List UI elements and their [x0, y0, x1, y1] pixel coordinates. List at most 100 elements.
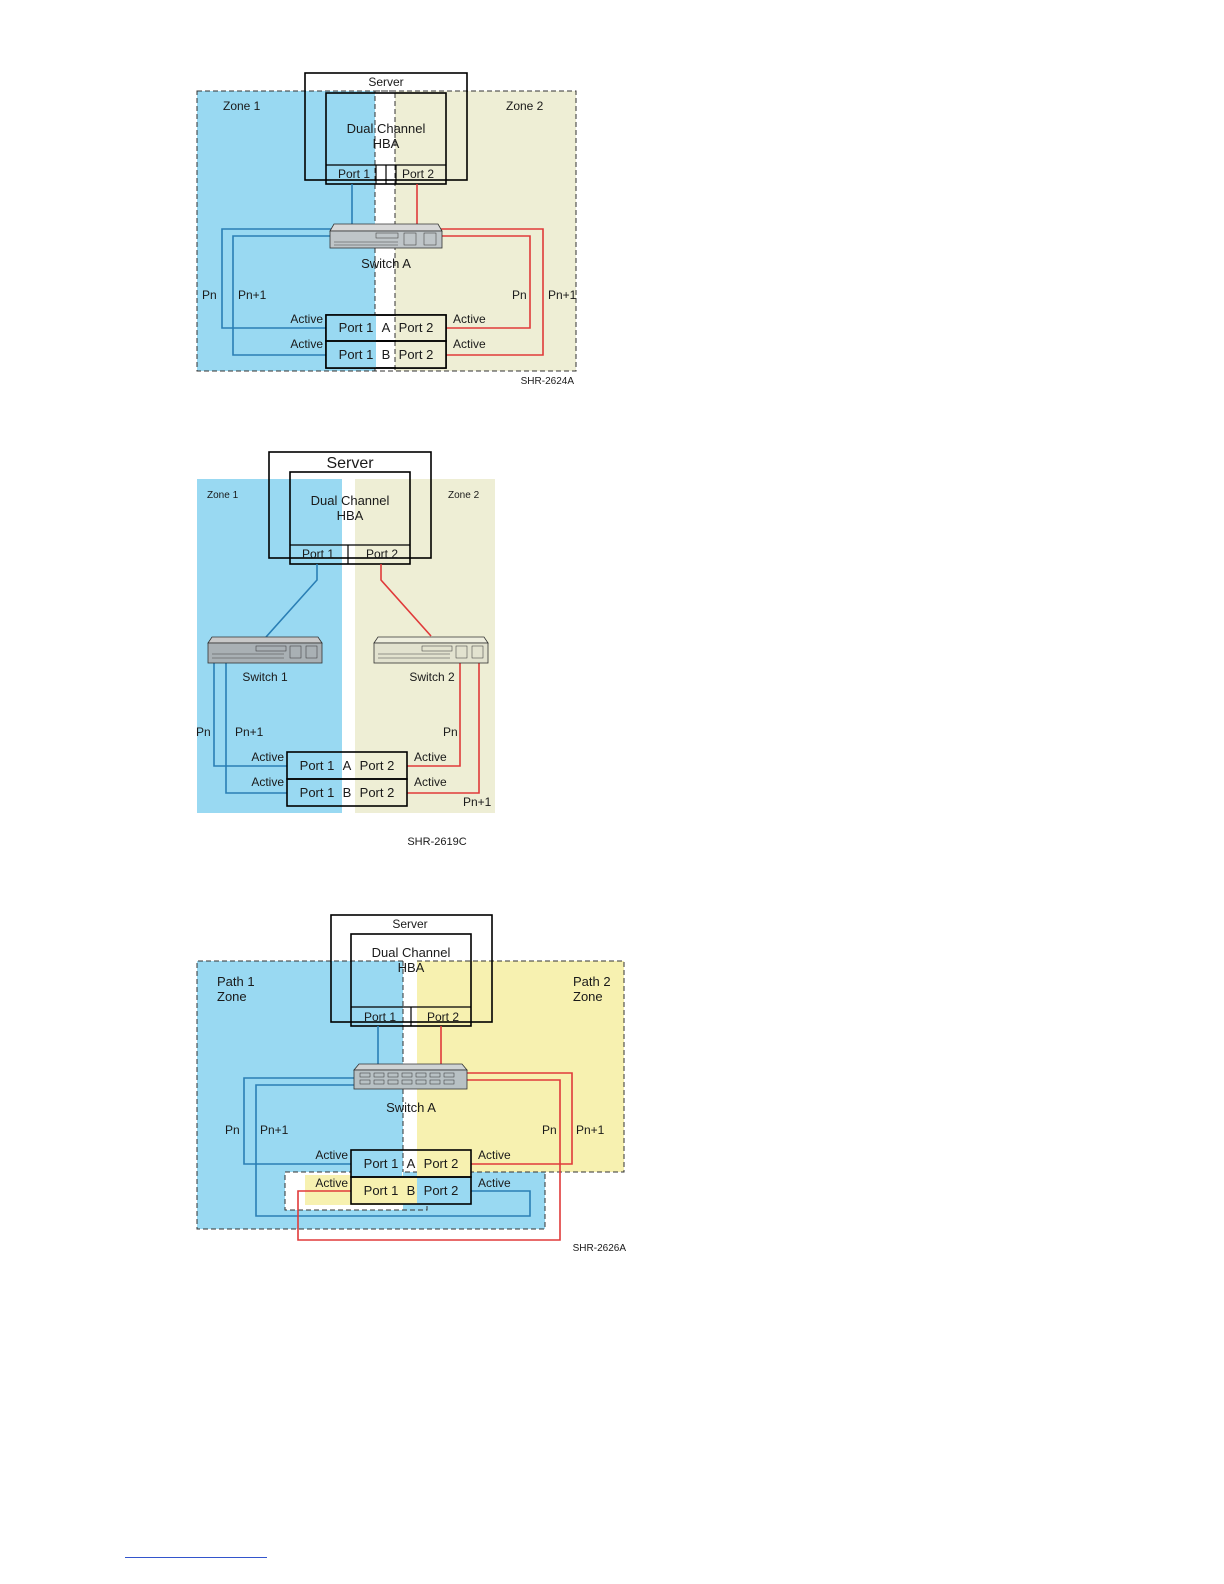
hba-port2-label: Port 2	[427, 1010, 459, 1024]
switch-a-icon	[353, 1063, 468, 1090]
switch-2-label: Switch 2	[409, 670, 455, 684]
cable-pn1-zone2	[438, 228, 544, 356]
figure-id-3: SHR-2626A	[573, 1243, 627, 1254]
active-a-right-label: Active	[414, 750, 447, 764]
active-a-left-label: Active	[290, 312, 323, 326]
switch-a-label: Switch A	[386, 1100, 436, 1115]
pn1-left-label: Pn+1	[235, 725, 264, 739]
zone-2-label: Zone 2	[448, 490, 480, 501]
server-label: Server	[326, 455, 374, 472]
hba-title-line1: Dual Channel	[311, 493, 390, 508]
ctrl-b-port2: Port 2	[399, 347, 434, 362]
path-2-zone-border	[284, 960, 625, 1211]
path-2-zone-label-line2: Zone	[573, 989, 603, 1004]
ctrl-b-port2: Port 2	[360, 785, 395, 800]
active-a-left-label: Active	[315, 1148, 348, 1162]
cable-pn-zone1	[213, 663, 287, 767]
hba-title-line2: HBA	[398, 960, 425, 975]
switch-2-icon	[373, 636, 489, 664]
ctrl-a-name: A	[407, 1156, 416, 1171]
ctrl-b-port1: Port 1	[339, 347, 374, 362]
hba-title-line1: Dual Channel	[347, 121, 426, 136]
active-b-right-label: Active	[414, 775, 447, 789]
pn-left-label: Pn	[196, 725, 211, 739]
zone-1-label: Zone 1	[223, 99, 261, 113]
pn1-right-label: Pn+1	[548, 288, 577, 302]
active-b-right-label: Active	[478, 1176, 511, 1190]
active-a-right-label: Active	[453, 312, 486, 326]
storage-controllers: Port 1 A Port 2 Port 1 B Port 2	[350, 1149, 472, 1205]
ctrl-a-port2: Port 2	[399, 320, 434, 335]
hba-port1-label: Port 1	[302, 547, 334, 561]
path-1-zone-label-line2: Zone	[217, 989, 247, 1004]
pn-right-label: Pn	[512, 288, 527, 302]
active-a-right-label: Active	[478, 1148, 511, 1162]
ctrl-a-port2: Port 2	[360, 758, 395, 773]
figure-id-2: SHR-2619C	[407, 836, 466, 848]
pn-right-label: Pn	[443, 725, 458, 739]
path-1-zone-label-line1: Path 1	[217, 974, 255, 989]
cable-pn-zone2	[407, 663, 461, 767]
cable-pn1-path1	[255, 1084, 531, 1217]
switch-a-label: Switch A	[361, 256, 411, 271]
pn1-right-label: Pn+1	[576, 1123, 605, 1137]
footnote-separator	[125, 1557, 267, 1558]
active-b-left-label: Active	[315, 1176, 348, 1190]
hba-port1-label: Port 1	[364, 1010, 396, 1024]
cable-pn-zone1	[221, 228, 340, 329]
cable-pn-path2	[462, 1072, 573, 1165]
cable-pn-path1	[243, 1077, 360, 1165]
ctrl-a-port1: Port 1	[364, 1156, 399, 1171]
server-box	[268, 451, 432, 559]
storage-controllers: Port 1 A Port 2 Port 1 B Port 2	[325, 314, 447, 369]
pn1-left-label: Pn+1	[260, 1123, 289, 1137]
cable-pn1-zone1	[232, 235, 340, 356]
server-label: Server	[368, 75, 403, 89]
figure-id-1: SHR-2624A	[521, 376, 575, 387]
hba-port2-label: Port 2	[366, 547, 398, 561]
cable-pn1-zone2	[407, 663, 480, 794]
diagram-1: Server Dual Channel HBA Port 1 Port 2 Zo…	[196, 72, 577, 387]
cable-pn1-path2	[297, 1079, 561, 1241]
ctrl-a-port1: Port 1	[339, 320, 374, 335]
ctrl-a-port1: Port 1	[300, 758, 335, 773]
switch-1-icon	[207, 636, 323, 664]
cable-hba-switch1	[265, 564, 318, 638]
cable-pn-zone2	[438, 235, 531, 329]
cable-pn1-zone1	[225, 663, 287, 794]
ctrl-b-port1: Port 1	[364, 1183, 399, 1198]
cable-hba-switch2	[380, 564, 432, 637]
active-a-left-label: Active	[251, 750, 284, 764]
ctrl-b-port1: Port 1	[300, 785, 335, 800]
ctrl-b-name: B	[407, 1183, 416, 1198]
hba-title-line2: HBA	[373, 136, 400, 151]
ctrl-a-name: A	[382, 320, 391, 335]
zone-2-border	[374, 90, 577, 372]
active-b-right-label: Active	[453, 337, 486, 351]
server-label: Server	[392, 917, 427, 931]
path-2-zone-label-line1: Path 2	[573, 974, 611, 989]
hba-port2-label: Port 2	[402, 167, 434, 181]
ctrl-b-port2: Port 2	[424, 1183, 459, 1198]
ctrl-b-name: B	[382, 347, 391, 362]
hba-box	[289, 471, 411, 565]
switch-1-label: Switch 1	[242, 670, 288, 684]
pn1-right-label: Pn+1	[463, 795, 492, 809]
switch-a-icon	[329, 223, 443, 249]
diagram-2: Server Dual Channel HBA Port 1 Port 2 Zo…	[196, 451, 495, 848]
ctrl-a-name: A	[343, 758, 352, 773]
diagram-3: Server Dual Channel HBA Port 1 Port 2 Pa…	[196, 914, 627, 1254]
pn-left-label: Pn	[202, 288, 217, 302]
pn1-left-label: Pn+1	[238, 288, 267, 302]
active-b-left-label: Active	[251, 775, 284, 789]
pn-right-label: Pn	[542, 1123, 557, 1137]
active-b-left-label: Active	[290, 337, 323, 351]
ctrl-b-name: B	[343, 785, 352, 800]
ctrl-a-port2: Port 2	[424, 1156, 459, 1171]
zone-1-label: Zone 1	[207, 490, 239, 501]
pn-left-label: Pn	[225, 1123, 240, 1137]
hba-title-line1: Dual Channel	[372, 945, 451, 960]
zone-2-label: Zone 2	[506, 99, 544, 113]
hba-port1-label: Port 1	[338, 167, 370, 181]
